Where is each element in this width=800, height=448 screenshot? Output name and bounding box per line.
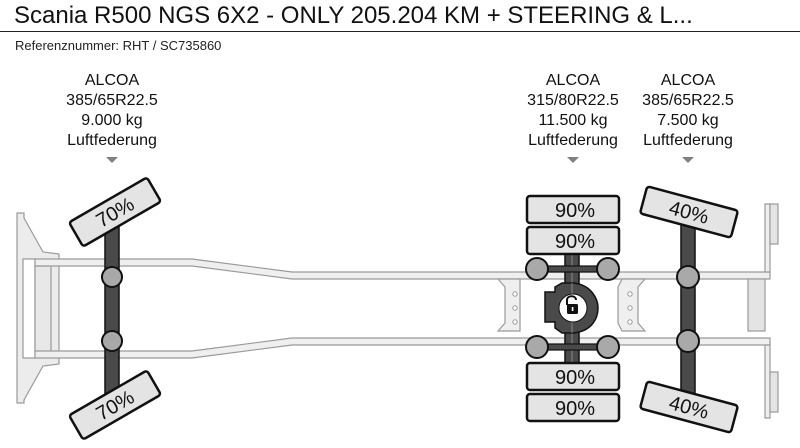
tire-tread-percent: 90% <box>555 367 595 389</box>
arrow-down-icon <box>567 157 579 163</box>
tire-size: 385/65R22.5 <box>642 92 734 109</box>
suspension-type: Luftfederung <box>643 132 733 149</box>
title-divider <box>0 31 800 32</box>
tire-drive-right-outer[interactable]: 90% <box>525 392 621 423</box>
tire-tread-percent: 90% <box>555 398 595 420</box>
suspension-type: Luftfederung <box>528 132 618 149</box>
axle-load: 9.000 kg <box>81 112 143 129</box>
tire-size: 315/80R22.5 <box>527 92 619 109</box>
bolt-holes <box>512 291 633 325</box>
arrow-down-icon <box>682 157 694 163</box>
tire-tag-left[interactable]: 40% <box>639 185 739 239</box>
tire-drive-right-inner[interactable]: 90% <box>525 361 621 392</box>
tag-axle: 40% 40% <box>639 185 739 434</box>
chassis-frame <box>34 203 779 419</box>
tire-drive-left-inner[interactable]: 90% <box>525 225 621 256</box>
axle-load: 7.500 kg <box>657 112 719 129</box>
tire-tread-percent: 90% <box>555 231 595 253</box>
tire-size: 385/65R22.5 <box>66 92 158 109</box>
axle-info-tag: ALCOA 385/65R22.5 7.500 kg Luftfederung <box>618 71 758 163</box>
axle-info-front: ALCOA 385/65R22.5 9.000 kg Luftfederung <box>42 71 182 163</box>
front-bumper <box>16 212 60 404</box>
tire-front-right[interactable]: 70% <box>68 370 162 440</box>
arrow-down-icon <box>106 157 118 163</box>
unlocked-padlock-icon <box>566 295 578 314</box>
axle-load: 11.500 kg <box>538 112 608 129</box>
suspension-type: Luftfederung <box>67 132 157 149</box>
page-title: Scania R500 NGS 6X2 - ONLY 205.204 KM + … <box>14 2 693 29</box>
tire-tag-right[interactable]: 40% <box>639 380 739 434</box>
reference-number: Referenznummer: RHT / SC735860 <box>15 38 222 53</box>
front-axle: 70% 70% <box>68 177 162 440</box>
tire-tread-percent: 90% <box>555 200 595 222</box>
tire-drive-left-outer[interactable]: 90% <box>525 194 621 225</box>
axle-info-drive: ALCOA 315/80R22.5 11.500 kg Luftfederung <box>503 71 643 163</box>
tire-brand: ALCOA <box>660 72 716 89</box>
tire-brand: ALCOA <box>84 72 140 89</box>
drive-axle: 90% 90% 90% 90% <box>525 194 621 423</box>
tire-brand: ALCOA <box>545 72 601 89</box>
